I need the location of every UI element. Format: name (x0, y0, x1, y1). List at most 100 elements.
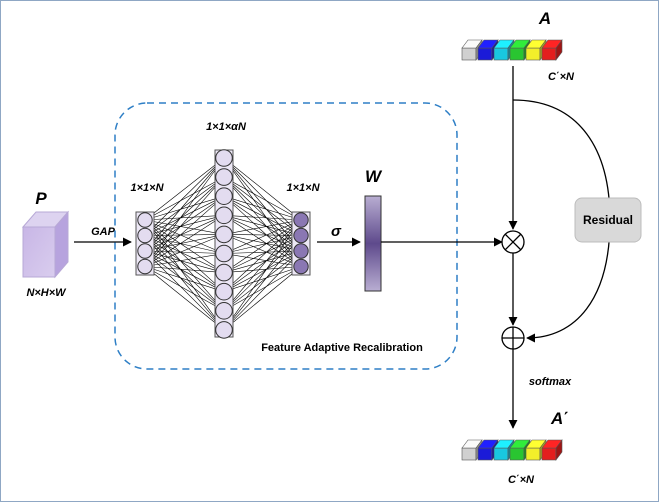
recalibration-module-box (114, 102, 458, 370)
multiply-node (501, 230, 525, 254)
gap-label: GAP (91, 226, 116, 238)
input-neuron (137, 243, 153, 259)
network-connection (144, 234, 225, 267)
network-connection (223, 234, 302, 236)
network-connection (144, 235, 225, 331)
network-connection (144, 215, 225, 236)
network-connection (144, 157, 225, 221)
hidden-neuron (215, 321, 233, 339)
sigma-label: σ (331, 223, 342, 240)
network-connection (223, 219, 302, 254)
weight-bar (364, 195, 382, 292)
attention-bar (541, 439, 563, 461)
input-dims-label: N×H×W (26, 287, 67, 299)
output-layer-label: 1×1×N (286, 182, 320, 194)
network-connection (223, 266, 302, 312)
network-connection (144, 266, 225, 312)
network-connection (144, 266, 225, 273)
network-connection (144, 157, 225, 236)
attention-bar (525, 39, 547, 61)
network-connection (223, 219, 302, 292)
network-connection (144, 215, 225, 267)
output-neuron (293, 258, 309, 275)
attention-bar (477, 39, 499, 61)
network-connection (144, 157, 225, 252)
network-connection (144, 176, 225, 236)
module-caption: Feature Adaptive Recalibration (261, 342, 423, 354)
network-connection (223, 176, 302, 221)
attention-out-symbol: A΄ (550, 409, 569, 428)
network-connection (144, 266, 225, 331)
output-neuron (293, 227, 309, 244)
network-connection (223, 235, 302, 292)
network-connection (144, 195, 225, 267)
network-connection (144, 215, 225, 221)
hidden-neuron (215, 168, 233, 186)
network-connection (223, 235, 302, 273)
network-connection (223, 235, 302, 312)
hidden-neuron (215, 282, 233, 301)
hidden-neuron (215, 187, 233, 205)
hidden-layer-label: 1×1×αN (206, 121, 247, 133)
network-connection (223, 235, 302, 331)
output-neuron (293, 243, 309, 259)
add-node (501, 326, 525, 350)
residual-label: Residual (583, 213, 633, 227)
attention-bar (509, 439, 531, 461)
network-connection (144, 195, 225, 252)
network-connection (144, 176, 225, 252)
network-connection (144, 250, 225, 331)
hidden-neuron (215, 206, 233, 225)
network-connection (223, 219, 302, 235)
input-neuron (137, 227, 153, 244)
network-connection (144, 253, 225, 267)
network-connection (223, 266, 302, 292)
network-connection (144, 176, 225, 221)
network-connection (223, 266, 302, 273)
attention-out-dims: C΄×N (508, 474, 535, 486)
network-connection (144, 266, 225, 292)
network-connection (223, 215, 302, 221)
network-connection (223, 250, 302, 273)
network-connection (223, 219, 302, 331)
hidden-neuron (215, 244, 233, 263)
input-neuron (137, 258, 153, 275)
network-connection (223, 219, 302, 273)
hidden-neuron (215, 149, 233, 167)
output-neuron (293, 212, 309, 228)
network-connection (223, 250, 302, 292)
hidden-neuron (215, 263, 233, 282)
network-connection (223, 250, 302, 312)
softmax-label: softmax (529, 376, 572, 388)
network-connection (223, 250, 302, 331)
attention-in-dims: C΄×N (548, 71, 575, 83)
network-connection (144, 234, 225, 236)
hidden-neuron (215, 302, 233, 320)
attention-in-bars (461, 39, 563, 61)
network-connection (144, 176, 225, 267)
network-connection (144, 235, 225, 292)
network-connection (223, 266, 302, 331)
attention-out-bars (461, 439, 563, 461)
hidden-neuron (215, 225, 233, 244)
input-neuron (137, 212, 153, 228)
network-connection (144, 250, 225, 292)
attention-bar (541, 39, 563, 61)
network-connection (223, 157, 302, 221)
network-connection (144, 195, 225, 236)
network-connection (144, 195, 225, 221)
network-connection (223, 195, 302, 221)
network-connection (144, 215, 225, 252)
network-connection (223, 215, 302, 252)
input-symbol: P (35, 189, 47, 208)
network-neurons (137, 149, 309, 339)
network-connections (144, 157, 302, 331)
network-connection (144, 235, 225, 254)
input-layer-label: 1×1×N (130, 182, 164, 194)
residual-box (574, 197, 642, 243)
network-connection (223, 235, 302, 254)
network-connection (144, 219, 225, 311)
attention-in-symbol: A (538, 9, 551, 28)
